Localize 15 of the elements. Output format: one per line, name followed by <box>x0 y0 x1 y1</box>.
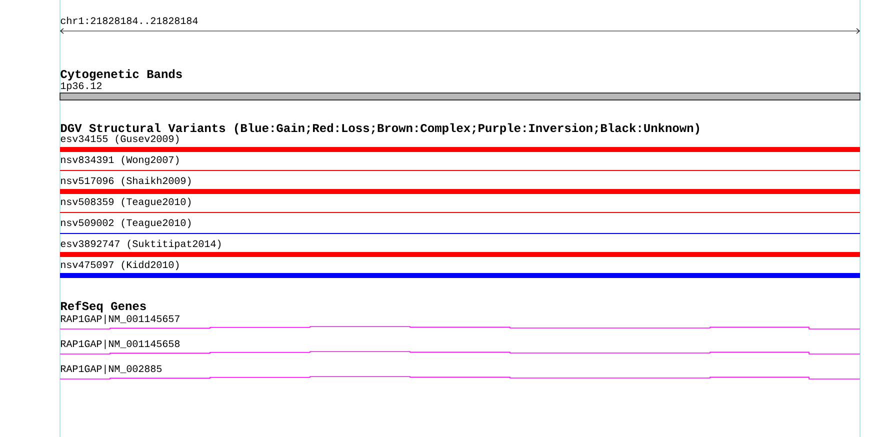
track-heading: DGV Structural Variants (Blue:Gain;Red:Loss;Brown:Complex;Purple:Inversion;Black:Unknown) <box>61 123 699 134</box>
variant-label: esv34155 (Gusev2009) <box>60 134 179 144</box>
gene-label: RAP1GAP|NM_001145657 <box>61 314 180 324</box>
track-heading: RefSeq Genes <box>61 301 146 312</box>
track-heading: Cytogenetic Bands <box>60 69 182 81</box>
gene-label: RAP1GAP|NM_001145658 <box>61 340 180 350</box>
coordinate-label: chr1:21828184..21828184 <box>60 16 198 24</box>
variant-label: nsv834391 (Wong2007) <box>61 156 179 166</box>
variant-label: nsv517096 (Shaikh2009) <box>61 176 191 186</box>
variant-label: nsv475097 (Kidd2010) <box>61 260 179 270</box>
variant-label: nsv509002 (Teague2010) <box>61 218 191 228</box>
gene-label: RAP1GAP|NM_002885 <box>61 364 162 374</box>
band-label: 1p36.12 <box>60 82 102 92</box>
variant-label: esv3892747 (Suktitipat2014) <box>60 240 221 250</box>
variant-label: nsv508359 (Teague2010) <box>61 198 191 208</box>
